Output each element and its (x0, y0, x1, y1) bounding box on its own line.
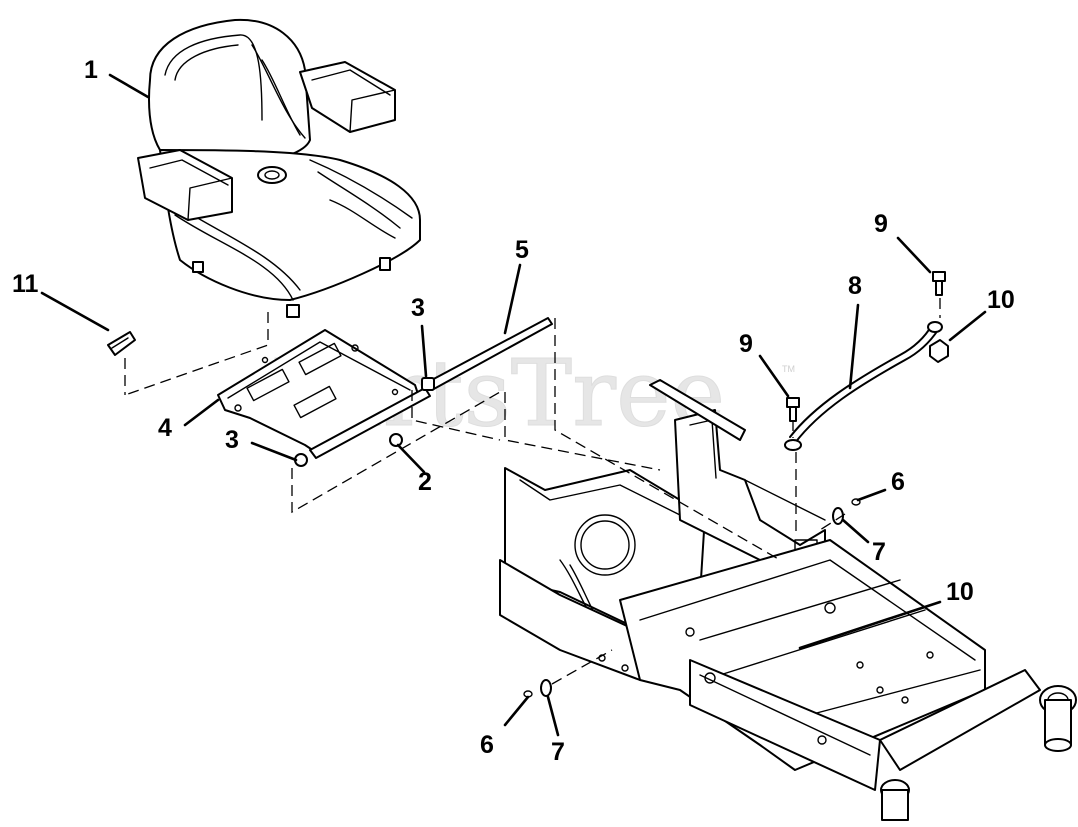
callout-7-left: 7 (551, 738, 565, 766)
seat-clip-part[interactable] (107, 331, 136, 356)
callout-8: 8 (848, 272, 862, 300)
callout-3-upper: 3 (411, 294, 425, 322)
mower-frame (499, 379, 1077, 821)
nut-part[interactable] (389, 433, 403, 447)
callout-6-left: 6 (480, 731, 494, 759)
bolt-part-left[interactable] (786, 397, 800, 422)
callout-4: 4 (158, 414, 172, 442)
locknut-part-upper[interactable] (929, 339, 949, 363)
seat-part[interactable] (137, 18, 421, 318)
callout-5: 5 (515, 236, 529, 264)
assembly-guide-lines (124, 298, 941, 685)
bolt-part-right[interactable] (932, 271, 946, 296)
leader-lines (40, 73, 987, 737)
seat-plate-part[interactable] (217, 329, 431, 459)
callout-10-lower: 10 (946, 578, 974, 606)
callout-labels: 1 2 3 3 4 5 6 6 7 7 8 9 9 10 10 11 (12, 56, 1015, 766)
watermark-trademark: TM (782, 364, 795, 374)
callout-6-right: 6 (891, 468, 905, 496)
callout-9-left: 9 (739, 330, 753, 358)
callout-9-right: 9 (874, 210, 888, 238)
bushing-part-upper[interactable] (421, 377, 435, 391)
callout-10-upper: 10 (987, 286, 1015, 314)
callout-7-right: 7 (872, 538, 886, 566)
callout-1: 1 (84, 56, 98, 84)
callout-3-lower: 3 (225, 426, 239, 454)
clip-part-right[interactable] (851, 498, 861, 506)
callout-11: 11 (12, 270, 39, 298)
callout-2: 2 (418, 468, 432, 496)
washer-part-left[interactable] (540, 679, 552, 697)
support-rod-part[interactable] (784, 321, 943, 451)
